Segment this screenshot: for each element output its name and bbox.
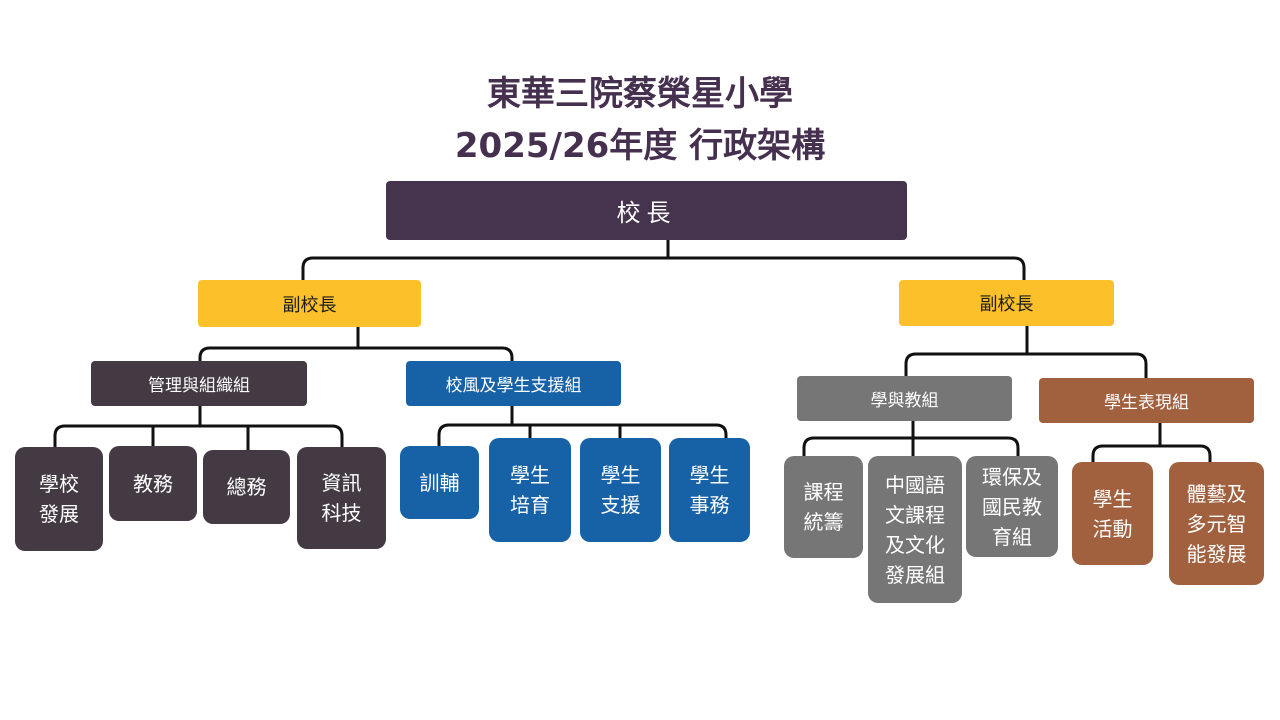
student-activities-box: 學生 活動 [1072,462,1153,565]
performance-group-label: 學生表現組 [1104,393,1189,413]
school-name-title: 東華三院蔡榮星小學 [487,74,793,114]
school-development-label: 學校 發展 [39,472,79,526]
academic-affairs-box: 教務 [109,446,197,521]
environmental-civic-education-box: 環保及 國民教 育組 [966,456,1058,557]
connector-ethos [437,406,728,446]
information-technology-label: 資訊 科技 [321,471,362,525]
curriculum-coordination-label: 課程 統籌 [803,480,844,534]
curriculum-coordination-box: 課程 統籌 [784,456,863,558]
student-affairs-label: 學生 事務 [689,463,730,517]
learning-teaching-group-label: 學與教組 [870,391,939,411]
student-support-box: 學生 支援 [580,438,661,542]
connector-principal [301,240,1026,280]
student-affairs-box: 學生 事務 [669,438,750,542]
academic-affairs-label: 教務 [133,471,173,496]
vice-principal-right-label: 副校長 [979,294,1034,315]
chinese-curriculum-culture-label: 中國語 文課程 及文化 發展組 [885,472,945,587]
student-nurture-box: 學生 培育 [489,438,571,542]
information-technology-box: 資訊 科技 [297,447,386,549]
vice-principal-right-box: 副校長 [899,280,1114,326]
general-affairs-box: 總務 [203,450,290,524]
guidance-label: 訓輔 [419,470,460,495]
performance-group-box: 學生表現組 [1039,378,1254,423]
management-group-box: 管理與組織組 [91,361,307,406]
connector-management [53,406,344,450]
principal-label: 校長 [616,199,677,227]
principal-box: 校長 [386,181,907,240]
structure-year-title: 2025/26年度 行政架構 [454,126,826,166]
management-group-label: 管理與組織組 [148,376,250,396]
sports-arts-multiple-intelligences-label: 體藝及 多元智 能發展 [1186,481,1247,566]
connector-performance [1091,422,1212,462]
student-nurture-label: 學生 培育 [510,463,550,517]
environmental-civic-education-label: 環保及 國民教 育組 [982,464,1042,549]
learning-teaching-group-box: 學與教組 [797,376,1012,421]
ethos-support-group-label: 校風及學生支援組 [445,376,582,396]
student-support-label: 學生 支援 [600,463,641,517]
school-development-box: 學校 發展 [15,447,103,551]
guidance-box: 訓輔 [400,446,479,519]
student-activities-label: 學生 活動 [1092,486,1133,541]
sports-arts-multiple-intelligences-box: 體藝及 多元智 能發展 [1169,462,1264,585]
ethos-support-group-box: 校風及學生支援組 [406,361,621,406]
chinese-curriculum-culture-box: 中國語 文課程 及文化 發展組 [868,456,962,603]
vice-principal-left-box: 副校長 [198,280,421,327]
connector-vp-left [198,327,514,361]
vice-principal-left-label: 副校長 [282,294,337,316]
connector-learning [802,420,1020,456]
general-affairs-label: 總務 [226,475,267,499]
connector-vp-right [904,326,1148,378]
